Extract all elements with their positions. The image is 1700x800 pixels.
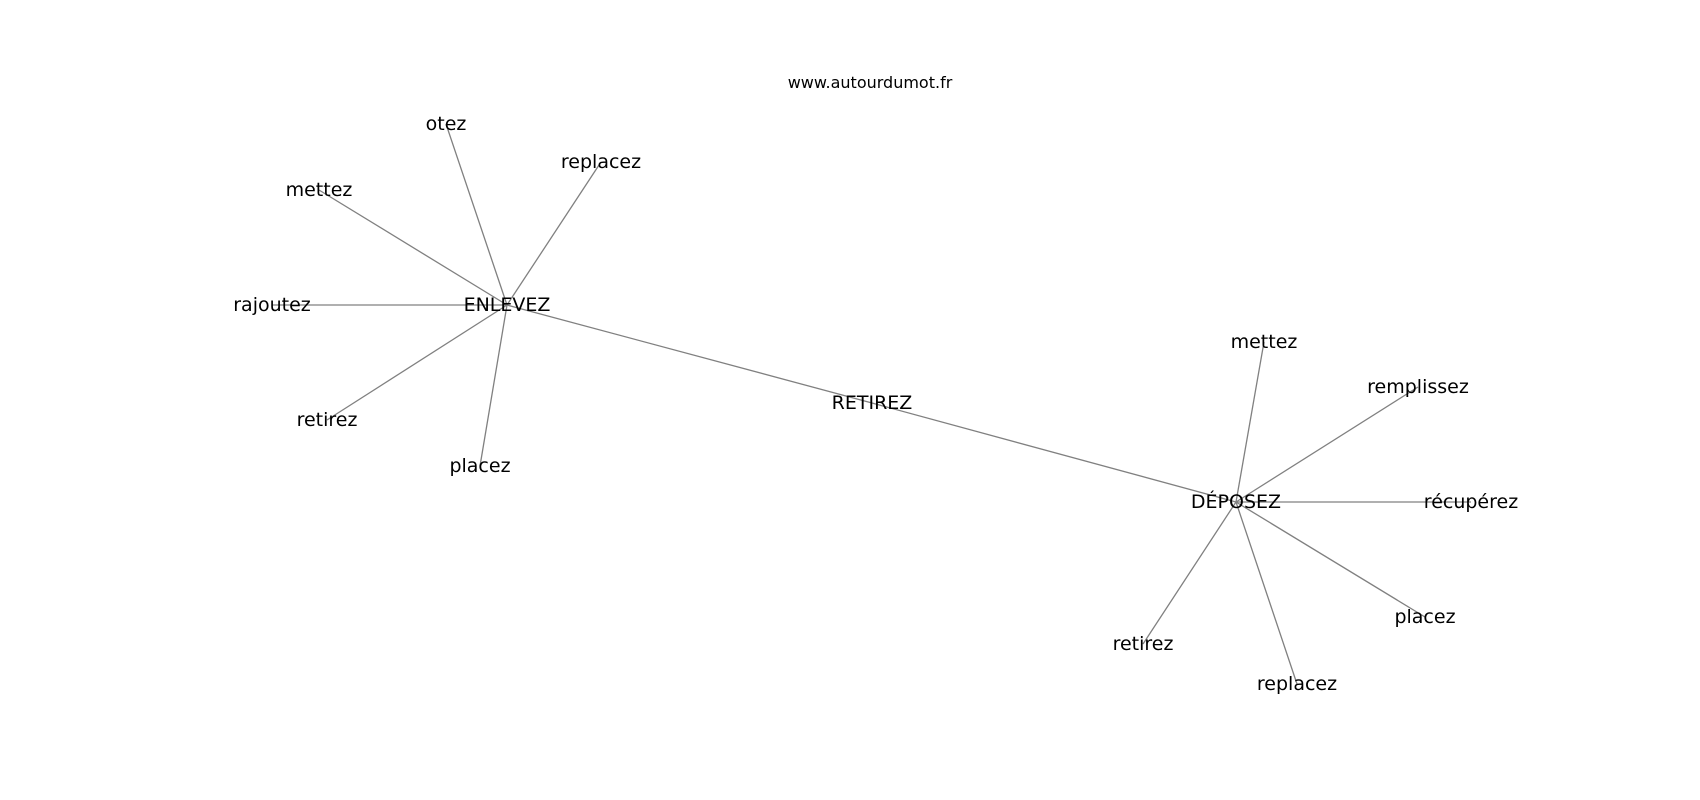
edge-enlevez-e_otez bbox=[445, 123, 508, 306]
edge-enlevez-retirez_c bbox=[506, 304, 873, 404]
graph-nodes: RETIREZ ENLEVEZ DÉPOSEZ otez replacez mettez r… bbox=[233, 113, 1518, 695]
node-retirez-c: RETIREZ bbox=[832, 392, 913, 414]
node-e-mettez: mettez bbox=[286, 179, 353, 201]
node-e-otez: otez bbox=[426, 113, 467, 135]
edge-enlevez-e_retirez bbox=[326, 304, 508, 421]
graph-edges bbox=[272, 123, 1471, 685]
edge-enlevez-e_replacez bbox=[506, 161, 602, 306]
node-e-retirez: retirez bbox=[297, 409, 358, 431]
node-d-remplissez: remplissez bbox=[1367, 376, 1469, 398]
edge-deposez-d_mettez bbox=[1235, 341, 1265, 503]
node-e-rajoutez: rajoutez bbox=[233, 294, 311, 316]
edge-deposez-d_placez bbox=[1235, 501, 1426, 618]
node-d-placez: placez bbox=[1394, 606, 1455, 628]
node-d-retirez: retirez bbox=[1113, 633, 1174, 655]
edge-enlevez-e_placez bbox=[479, 304, 508, 467]
edge-retirez_c-deposez bbox=[871, 402, 1237, 503]
edge-enlevez-e_mettez bbox=[318, 189, 508, 306]
site-watermark: www.autourdumot.fr bbox=[788, 73, 953, 92]
node-enlevez: ENLEVEZ bbox=[464, 294, 551, 316]
node-d-recuperez: récupérez bbox=[1424, 491, 1518, 513]
edge-deposez-d_replacez bbox=[1235, 501, 1298, 685]
node-d-replacez: replacez bbox=[1257, 673, 1337, 695]
node-d-mettez: mettez bbox=[1231, 331, 1298, 353]
edge-deposez-d_retirez bbox=[1142, 501, 1237, 645]
node-e-replacez: replacez bbox=[561, 151, 641, 173]
edge-deposez-d_remplissez bbox=[1235, 386, 1419, 503]
node-deposez: DÉPOSEZ bbox=[1191, 490, 1281, 513]
node-e-placez: placez bbox=[449, 455, 510, 477]
